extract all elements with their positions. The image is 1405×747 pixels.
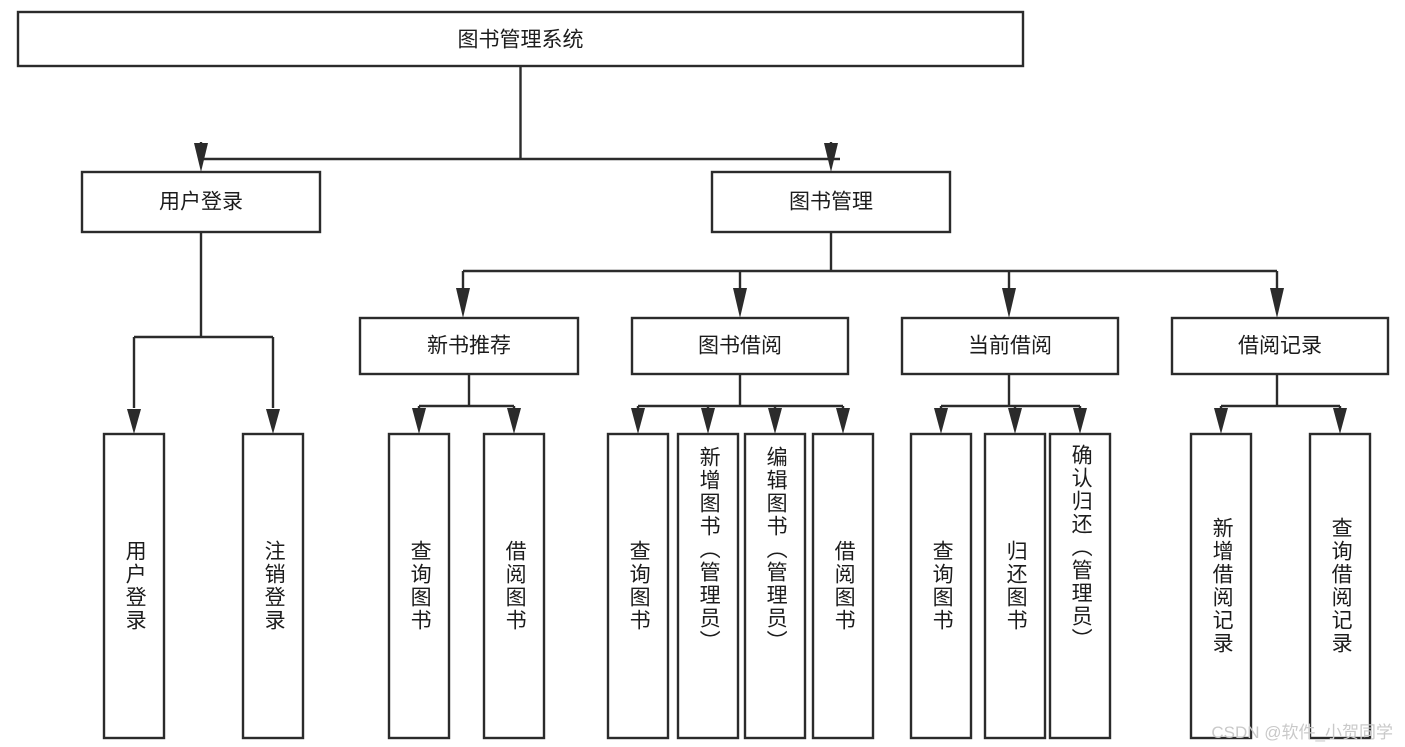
arrow-to-leaf-borrow-book-b xyxy=(836,408,850,434)
node-leaf-add-book-admin[interactable] xyxy=(676,432,740,740)
node-book-management-label: 图书管理 xyxy=(789,191,873,214)
node-leaf-add-borrow-record[interactable] xyxy=(1189,432,1253,740)
node-root-book-management-system[interactable] xyxy=(16,10,1025,68)
node-new-book-recommendation[interactable] xyxy=(358,316,580,376)
arrow-to-leaf-return-book xyxy=(1008,408,1022,434)
arrow-to-leaf-query-book-a xyxy=(412,408,426,434)
arrow-to-new-book-rec xyxy=(456,288,470,318)
node-layer: 图书管理系统 用户登录 图书管理 新书推荐 图书借阅 当前借阅 借阅记录 xyxy=(16,10,1390,740)
csdn-watermark: CSDN @软件_小贺同学 xyxy=(1211,723,1393,742)
arrow-to-current-borrow xyxy=(1002,288,1016,318)
node-leaf-edit-book-admin[interactable] xyxy=(743,432,807,740)
arrow-to-leaf-query-record xyxy=(1333,408,1347,434)
arrow-to-leaf-query-book-c xyxy=(934,408,948,434)
node-leaf-borrow-book[interactable] xyxy=(811,432,875,740)
node-root-label: 图书管理系统 xyxy=(458,29,584,52)
arrow-to-leaf-edit-book xyxy=(768,408,782,434)
arrow-to-leaf-logout xyxy=(266,409,280,434)
node-current-borrowing[interactable] xyxy=(900,316,1120,376)
arrow-to-user-login xyxy=(194,143,208,172)
node-leaf-user-login[interactable] xyxy=(102,432,166,740)
node-leaf-query-book-borrow[interactable] xyxy=(606,432,670,740)
arrow-to-leaf-add-book xyxy=(701,408,715,434)
node-leaf-query-borrow-record[interactable] xyxy=(1308,432,1372,740)
node-book-borrowing[interactable] xyxy=(630,316,850,376)
node-book-borrowing-label: 图书借阅 xyxy=(698,335,782,358)
node-leaf-confirm-return-admin[interactable] xyxy=(1048,432,1112,740)
node-user-login[interactable] xyxy=(80,170,322,234)
node-leaf-query-book-rec[interactable] xyxy=(387,432,451,740)
node-leaf-return-book[interactable] xyxy=(983,432,1047,740)
arrow-to-leaf-borrow-book-a xyxy=(507,408,521,434)
arrow-to-book-mgmt xyxy=(824,143,838,172)
arrow-to-leaf-query-book-b xyxy=(631,408,645,434)
node-user-login-label: 用户登录 xyxy=(159,191,243,214)
arrow-to-leaf-user-login xyxy=(127,409,141,434)
node-borrowing-record-label: 借阅记录 xyxy=(1238,335,1322,358)
node-book-management[interactable] xyxy=(710,170,952,234)
node-new-book-recommendation-label: 新书推荐 xyxy=(427,335,511,358)
node-leaf-query-book-current[interactable] xyxy=(909,432,973,740)
node-current-borrowing-label: 当前借阅 xyxy=(968,335,1052,358)
arrow-to-leaf-add-record xyxy=(1214,408,1228,434)
arrow-to-leaf-confirm-return xyxy=(1073,408,1087,434)
arrow-to-book-borrow xyxy=(733,288,747,318)
arrow-to-borrow-record xyxy=(1270,288,1284,318)
connector-layer xyxy=(127,66,1347,434)
node-leaf-logout[interactable] xyxy=(241,432,305,740)
node-leaf-borrow-book-rec[interactable] xyxy=(482,432,546,740)
node-borrowing-record[interactable] xyxy=(1170,316,1390,376)
